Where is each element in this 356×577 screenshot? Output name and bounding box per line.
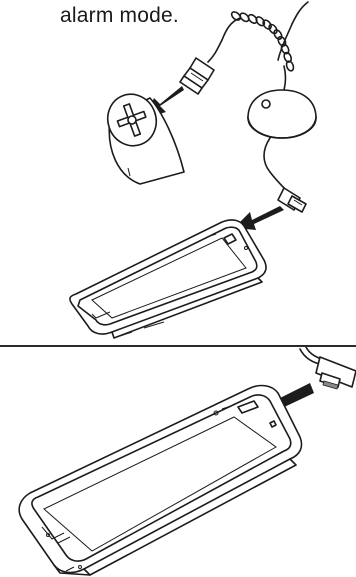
cylinder-stand [101, 87, 184, 184]
connection-illustration-bottom [0, 347, 356, 577]
cable-connector [180, 58, 214, 94]
connection-illustration-top [0, 0, 356, 345]
smartphone-top [70, 220, 266, 338]
smartphone-bottom [19, 386, 301, 575]
usb-cable [264, 138, 306, 212]
cable-coil-loop [285, 60, 294, 72]
coiled-cable [208, 2, 308, 90]
cable-coil-loop [268, 23, 279, 35]
alarm-sensor-puck [248, 90, 316, 138]
usb-cable-end [300, 347, 356, 389]
